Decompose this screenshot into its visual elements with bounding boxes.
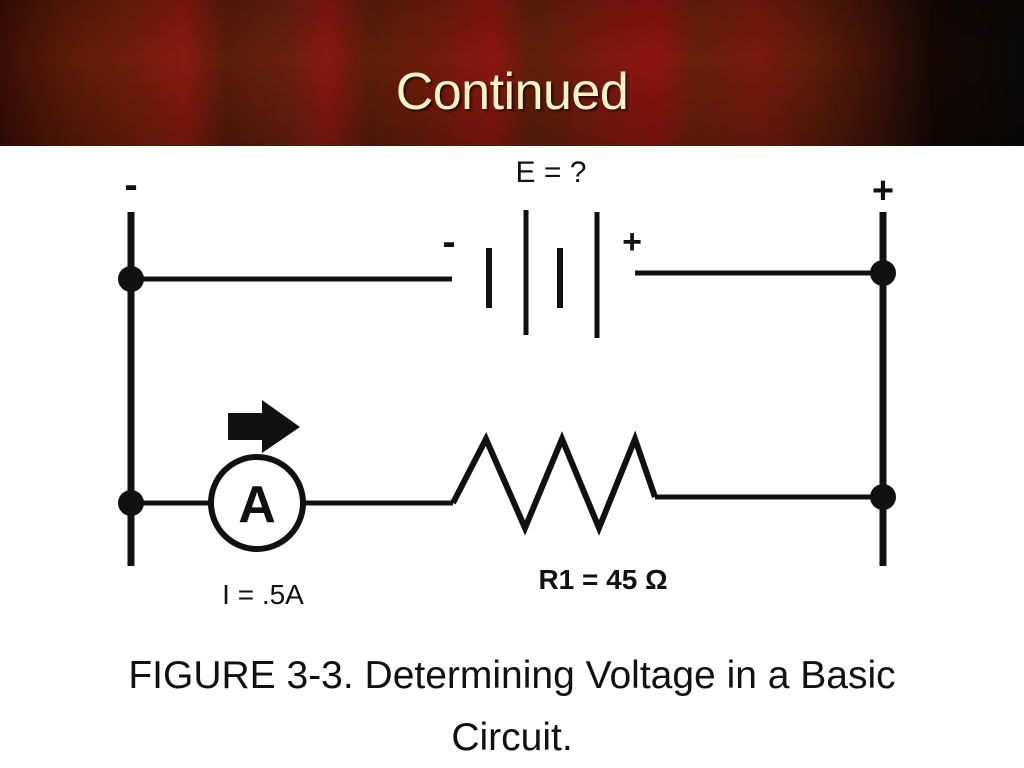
resistor-symbol <box>450 430 658 536</box>
figure-caption-line-2: Circuit. <box>451 716 573 759</box>
battery-label: E = ? <box>516 156 587 189</box>
junction-top-left <box>118 266 144 292</box>
right-terminal-sign: + <box>872 170 894 212</box>
resistor-label: R1 = 45 Ω <box>538 564 667 595</box>
battery-negative-sign: - <box>442 220 455 264</box>
battery-positive-sign: + <box>622 223 642 261</box>
title-bar <box>0 0 1024 146</box>
ammeter-symbol: A <box>238 476 276 534</box>
junction-top-right <box>870 260 896 286</box>
slide-title: Continued <box>395 63 629 121</box>
figure-caption-line-1: FIGURE 3-3. Determining Voltage in a Bas… <box>128 654 896 697</box>
battery-symbol <box>486 210 600 338</box>
left-terminal-sign: - <box>124 163 137 207</box>
current-arrow-icon <box>228 400 300 453</box>
current-label: I = .5A <box>222 579 304 610</box>
